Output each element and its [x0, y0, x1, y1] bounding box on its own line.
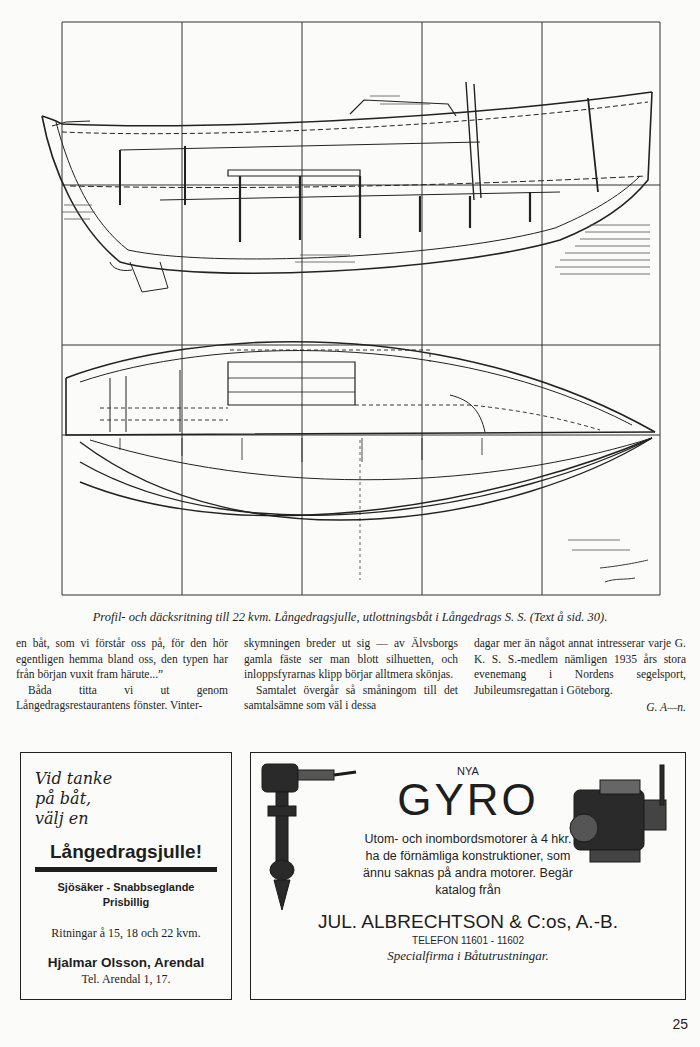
ad-advertiser: JUL. ALBRECHTSON & C:os, A.-B. — [251, 911, 685, 933]
text-column: dagar mer än något annat intresserar var… — [474, 636, 686, 716]
body-paragraph: en båt, som vi förstår oss på, för den h… — [16, 636, 228, 683]
ad-body: Utom- och inombordsmotorer à 4 hkr. ha d… — [361, 831, 575, 899]
body-paragraph: dagar mer än något annat intresserar var… — [474, 636, 686, 698]
ad-phone: TELEFON 11601 - 11602 — [251, 935, 685, 946]
figure-caption: Profil- och däcksritning till 22 kvm. Lå… — [30, 610, 670, 625]
ad-detail: Ritningar å 15, 18 och 22 kvm. — [21, 926, 231, 941]
body-paragraph: skymningen breder ut sig — av Älvsborgs … — [244, 636, 458, 683]
text-column: skymningen breder ut sig — av Älvsborgs … — [244, 636, 458, 714]
ad-kicker: NYA — [251, 765, 685, 777]
ad-advertiser: Hjalmar Olsson, Arendal — [21, 955, 231, 970]
advert-box: NYAGYRO Utom- och inombordsmotorer à 4 hk… — [250, 752, 686, 1000]
ad-tagline: Sjösäker - Snabbseglande Prisbillig — [21, 880, 231, 910]
advert-box: Vid tanke på båt, välj en Långedragsjulle… — [20, 752, 232, 1000]
ad-headline: Långedragsjulle! — [35, 841, 217, 872]
ad-phone: Tel. Arendal 1, 17. — [21, 972, 231, 987]
author-signature: G. A—n. — [474, 700, 686, 716]
ad-tagline: Specialfirma i Båtutrustningar. — [251, 948, 685, 964]
page-number: 25 — [672, 1016, 688, 1032]
body-paragraph: Samtalet övergår så småningom till det s… — [244, 683, 458, 714]
ad-slogan: Vid tanke på båt, välj en — [21, 769, 231, 829]
ad-brand: GYRO — [251, 777, 685, 823]
body-paragraph: Båda titta vi ut genom Långedragsrestaur… — [16, 683, 228, 714]
text-column: en båt, som vi förstår oss på, för den h… — [16, 636, 228, 714]
